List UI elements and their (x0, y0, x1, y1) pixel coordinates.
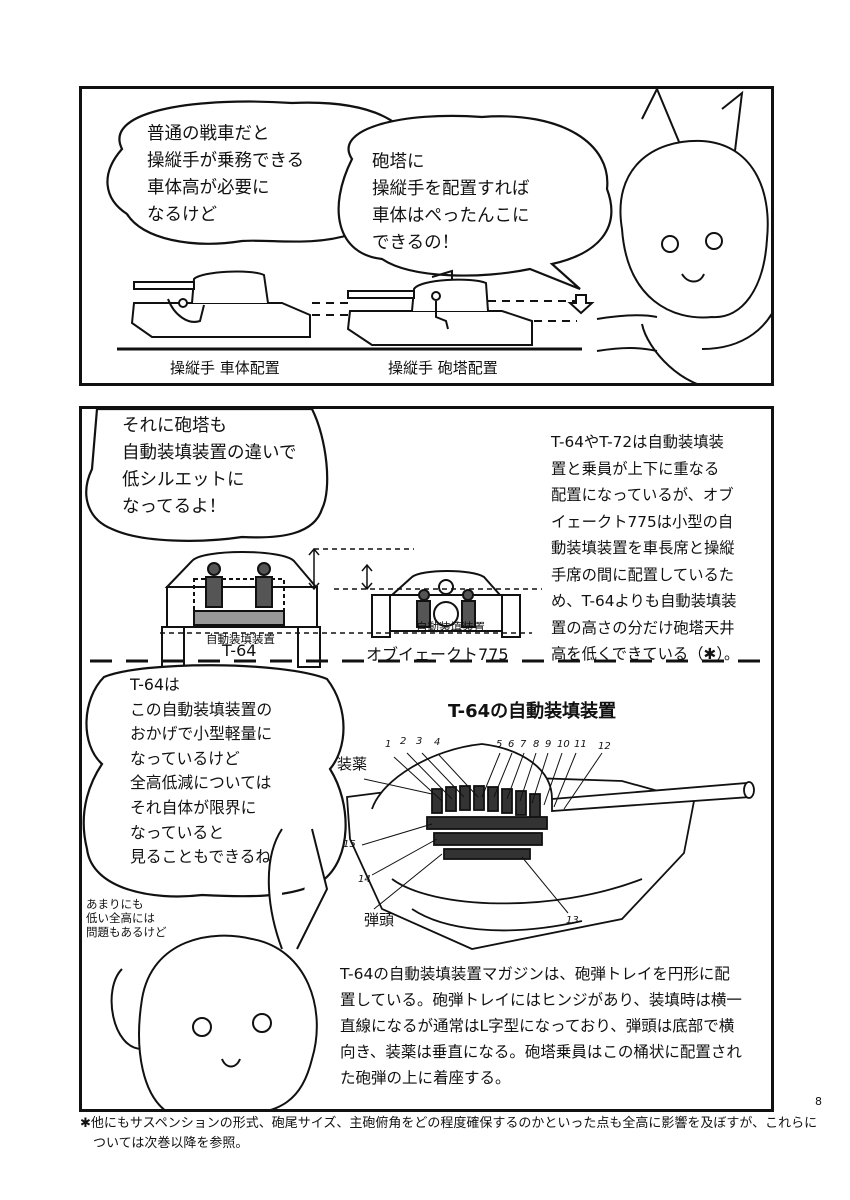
speech-text-mid: T-64は この自動装填装置の おかげで小型軽量に なっているけど 全高低減につ… (130, 675, 273, 867)
caption-turret-driver: 操縦手 砲塔配置 (388, 359, 498, 377)
speech-bubble-right (337, 114, 613, 291)
caption-t64: T-64 (222, 641, 257, 660)
label-shell: 弾頭 (364, 911, 395, 929)
t64-autoloader-diagram (346, 743, 755, 950)
callout-13: 13 (566, 915, 579, 926)
down-arrow-icon (567, 294, 595, 315)
callout-10: 10 (557, 739, 570, 750)
speech-bubble-top (85, 409, 329, 542)
callout-4: 4 (434, 737, 441, 748)
explanation-bottom: T-64の自動装填装置マガジンは、砲弾トレイを円形に配 置している。砲弾トレイに… (340, 965, 742, 1087)
callout-8: 8 (533, 739, 540, 750)
callout-12: 12 (598, 741, 611, 752)
panel2-artwork (82, 409, 771, 1109)
caption-hull-driver: 操縦手 車体配置 (170, 359, 280, 377)
footnote: ✱他にもサスペンションの形式、砲尾サイズ、主砲俯角をどの程度確保するのかといった… (80, 1116, 818, 1151)
callout-14: 14 (358, 874, 371, 885)
callout-2: 2 (400, 736, 407, 747)
callout-6: 6 (508, 739, 515, 750)
panel1-artwork (106, 89, 771, 383)
speech-text-left: 普通の戦車だと 操縦手が乗務できる 車体高が必要に なるけど (147, 124, 305, 225)
callout-15: 15 (343, 839, 356, 850)
label-autoloader-t64: 自動装填装置 (206, 632, 275, 646)
panel-driver-placement: 普通の戦車だと 操縦手が乗務できる 車体高が必要に なるけど 砲塔に 操縦手を配… (79, 86, 774, 386)
callout-9: 9 (545, 739, 552, 750)
label-autoloader-obj775: 自動装填装置 (416, 620, 485, 634)
caption-obj775: オブイェークト775 (366, 645, 509, 664)
tank-hull-driver-illustration (130, 270, 311, 338)
fox-girl-character (596, 89, 771, 383)
speech-text-right: 砲塔に 操縦手を配置すれば 車体はぺったんこに できるの！ (372, 152, 530, 253)
explanation-top: T-64やT-72は自動装填装 置と乗員が上下に重なる 配置になっているが、オブ… (551, 433, 740, 663)
callout-7: 7 (520, 739, 527, 750)
speech-text-top: それに砲塔も 自動装填装置の違いで 低シルエットに なってるよ！ (122, 416, 297, 517)
callout-3: 3 (416, 736, 423, 747)
page-number: 8 (815, 1095, 822, 1108)
panel-autoloader: それに砲塔も 自動装填装置の違いで 低シルエットに なってるよ！ T-64やT-… (79, 406, 774, 1112)
callout-5: 5 (496, 739, 503, 750)
diagram-title: T-64の自動装填装置 (448, 701, 617, 722)
callout-11: 11 (574, 739, 587, 750)
tank-turret-driver-illustration (346, 269, 533, 346)
aside-text: あまりにも 低い全高には 問題もあるけど (86, 897, 167, 939)
fox-girl-character-bottom (110, 828, 329, 1109)
callout-1: 1 (385, 739, 392, 750)
height-arrow-icon (308, 547, 320, 591)
t64-cross-section (161, 551, 321, 668)
label-charge: 装薬 (337, 755, 368, 773)
